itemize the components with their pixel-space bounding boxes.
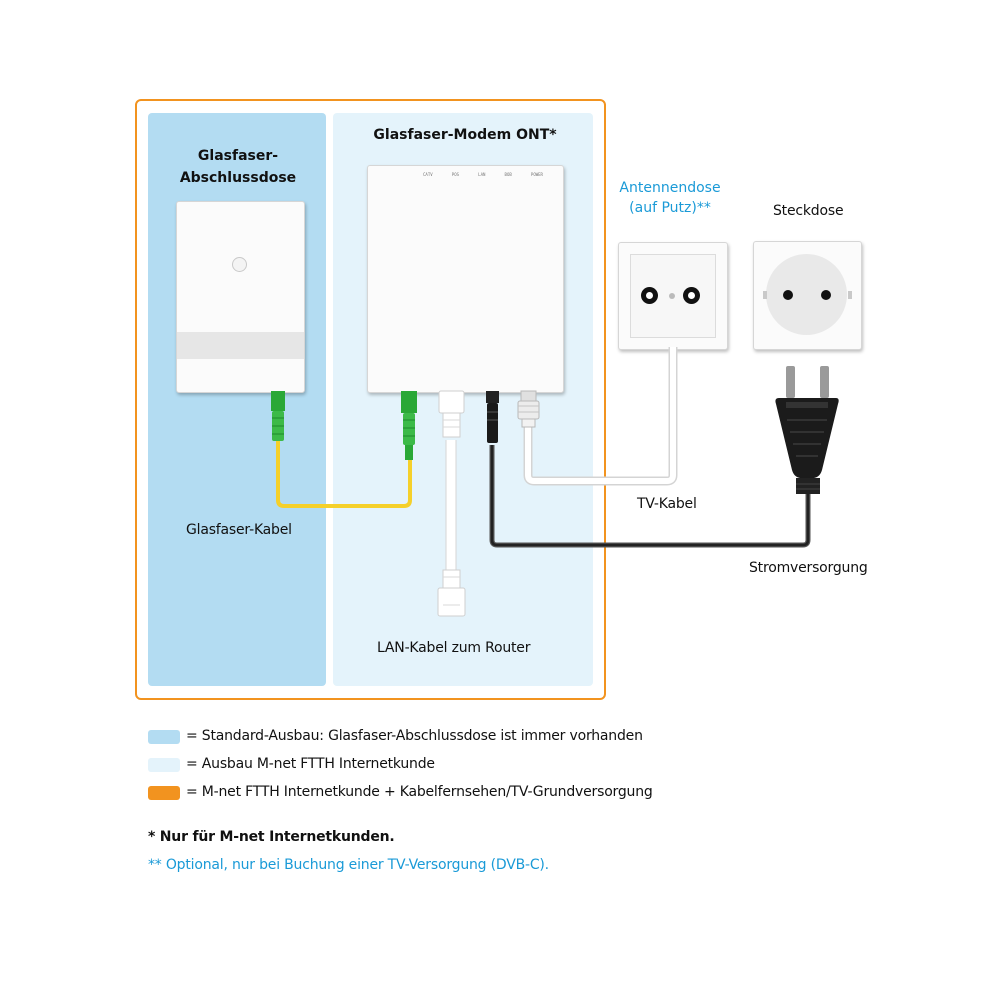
radio-port-icon bbox=[641, 287, 658, 304]
legend-text-ftth: = Ausbau M-net FTTH Internetkunde bbox=[186, 756, 435, 772]
tv-port-icon bbox=[683, 287, 700, 304]
modem-ont-device: CATV POS LAN BOB POWER bbox=[367, 165, 564, 393]
tv-kabel-label: TV-Kabel bbox=[637, 496, 697, 512]
footnote-tv-versorgung: ** Optional, nur bei Buchung einer TV-Ve… bbox=[148, 857, 549, 873]
data-port-icon bbox=[669, 293, 675, 299]
power-jack-icon bbox=[486, 391, 499, 443]
socket-hole-left-icon bbox=[783, 290, 793, 300]
port-label-catv: CATV bbox=[423, 172, 433, 177]
coax-connector-icon bbox=[517, 390, 540, 428]
lan-connector-end-icon bbox=[437, 569, 466, 617]
tv-ausbau-frame bbox=[135, 99, 606, 700]
legend-swatch-tv bbox=[148, 786, 180, 800]
port-label-pos: POS bbox=[451, 172, 460, 177]
steckdose-device bbox=[753, 241, 862, 350]
socket-recess bbox=[766, 254, 847, 335]
fiber-cable bbox=[276, 440, 412, 508]
legend-swatch-ftth bbox=[148, 758, 180, 772]
lan-kabel-label: LAN-Kabel zum Router bbox=[377, 640, 531, 656]
port-label-lan: LAN bbox=[478, 172, 486, 177]
port-label-power: POWER bbox=[530, 172, 543, 177]
legend-text-standard: = Standard-Ausbau: Glasfaser-Abschlussdo… bbox=[186, 728, 643, 744]
abschlussdose-device bbox=[176, 201, 305, 393]
footnote-internetkunden: * Nur für M-net Internetkunden. bbox=[148, 829, 395, 845]
power-plug-icon bbox=[775, 366, 839, 494]
glasfaser-abschlussdose-title: Glasfaser- Abschlussdose bbox=[179, 148, 297, 186]
status-led-icon bbox=[232, 257, 247, 272]
legend-text-tv: = M-net FTTH Internetkunde + Kabelfernse… bbox=[186, 784, 653, 800]
legend-swatch-standard bbox=[148, 730, 180, 744]
stromversorgung-label: Stromversorgung bbox=[749, 560, 868, 576]
glasfaser-kabel-label: Glasfaser-Kabel bbox=[186, 522, 292, 538]
device-stripe bbox=[177, 332, 304, 359]
modem-port-labels: CATV POS LAN BOB POWER bbox=[423, 172, 543, 177]
steckdose-title: Steckdose bbox=[773, 203, 844, 219]
lan-connector-top-icon bbox=[438, 390, 465, 438]
antennendose-device bbox=[618, 242, 728, 350]
fiber-connector-right-icon bbox=[401, 391, 417, 460]
socket-hole-right-icon bbox=[821, 290, 831, 300]
glasfaser-modem-title: Glasfaser-Modem ONT* bbox=[373, 127, 557, 143]
antennendose-title: Antennendose (auf Putz)** bbox=[619, 180, 721, 216]
fiber-connector-left-icon bbox=[271, 391, 285, 441]
port-label-bob: BOB bbox=[504, 172, 512, 177]
